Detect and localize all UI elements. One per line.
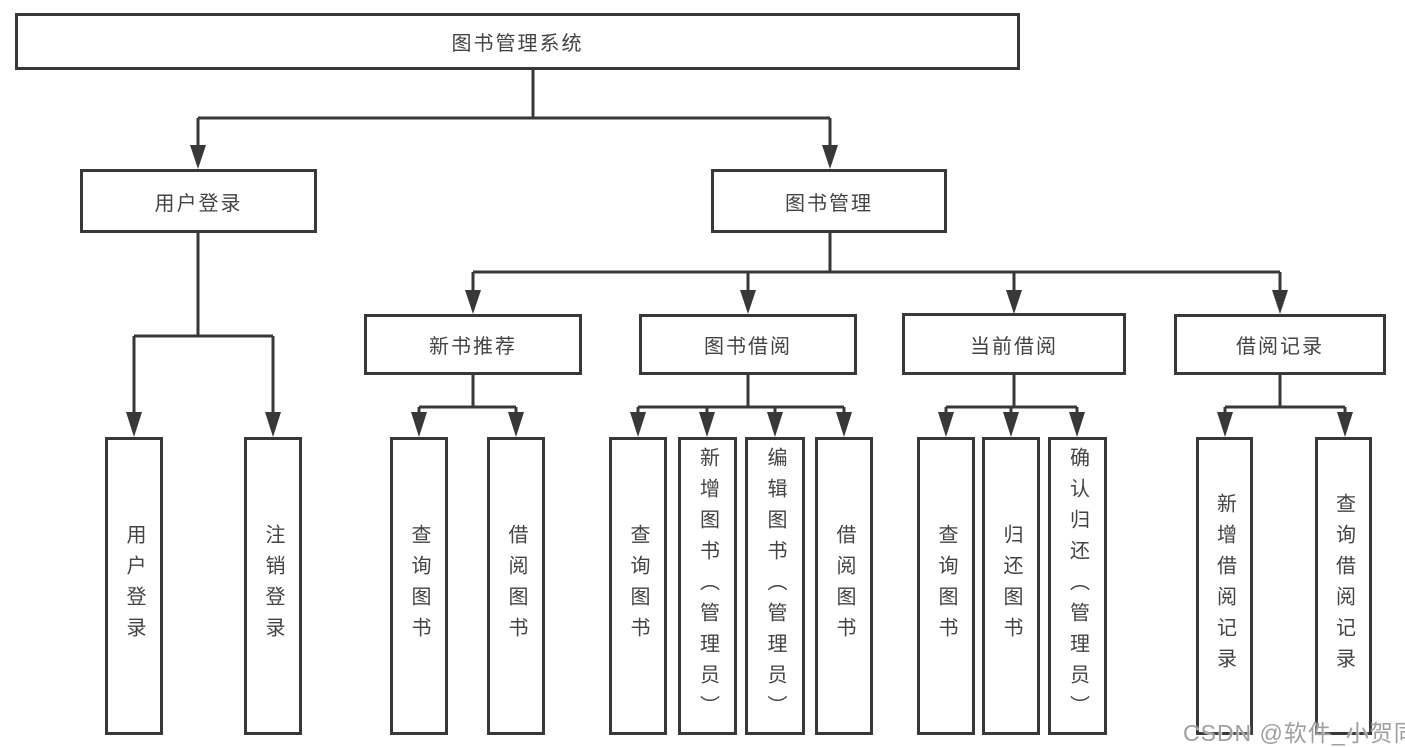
connector-bookmgmt-to-level3: [471, 233, 1282, 293]
node-root: 图书管理系统: [15, 13, 1020, 70]
node-user-login-label: 用户登录: [154, 192, 243, 215]
node-new-book-recommendation-label: 新书推荐: [429, 336, 517, 358]
node-new-book-recommendation: 新书推荐: [364, 314, 582, 375]
connector-userlogin-to-leaves: [132, 233, 275, 416]
leaf-cb-query-books: 查询图书: [917, 437, 975, 735]
leaf-br-add-record-label: 新增借阅记录: [1213, 493, 1236, 679]
node-borrowing-records-label: 借阅记录: [1236, 336, 1324, 358]
node-root-label: 图书管理系统: [451, 33, 584, 55]
connector-borrowrecords-to-leaves: [1223, 375, 1347, 416]
leaf-bb-query-books-label: 查询图书: [627, 524, 649, 648]
leaf-logout-label: 注销登录: [262, 524, 284, 648]
connector-newbookrec-to-leaves: [417, 375, 518, 416]
leaf-rec-borrow-books-label: 借阅图书: [505, 524, 527, 648]
leaf-logout: 注销登录: [244, 437, 302, 735]
leaf-bb-query-books: 查询图书: [609, 437, 667, 735]
leaf-bb-add-books-admin-label: 新增图书（管理员）: [696, 446, 719, 726]
node-user-login: 用户登录: [80, 169, 317, 233]
node-book-management-label: 图书管理: [785, 192, 873, 215]
leaf-cb-confirm-return-admin: 确认归还（管理员）: [1048, 437, 1107, 735]
leaf-cb-query-books-label: 查询图书: [935, 524, 957, 648]
leaf-br-query-record-label: 查询借阅记录: [1332, 493, 1355, 679]
leaf-user-login: 用户登录: [105, 437, 163, 735]
leaf-bb-borrow-books: 借阅图书: [815, 437, 873, 735]
leaf-br-add-record: 新增借阅记录: [1196, 437, 1253, 735]
node-book-borrowing: 图书借阅: [639, 314, 857, 375]
node-book-management: 图书管理: [711, 169, 947, 233]
leaf-cb-return-books: 归还图书: [982, 437, 1040, 735]
leaf-rec-query-books-label: 查询图书: [408, 524, 430, 648]
leaf-bb-edit-books-admin: 编辑图书（管理员）: [745, 437, 805, 735]
leaf-rec-query-books: 查询图书: [390, 437, 448, 735]
node-current-borrowing: 当前借阅: [902, 313, 1126, 375]
leaf-cb-confirm-return-admin-label: 确认归还（管理员）: [1066, 446, 1089, 726]
leaf-bb-add-books-admin: 新增图书（管理员）: [678, 437, 737, 735]
leaf-cb-return-books-label: 归还图书: [1000, 524, 1022, 648]
leaf-bb-borrow-books-label: 借阅图书: [833, 524, 855, 648]
connector-root-to-level2: [196, 70, 832, 148]
leaf-rec-borrow-books: 借阅图书: [487, 437, 545, 735]
csdn-watermark: CSDN @软件_小贺同学: [1183, 720, 1405, 746]
leaf-bb-edit-books-admin-label: 编辑图书（管理员）: [764, 446, 786, 726]
node-book-borrowing-label: 图书借阅: [704, 336, 792, 358]
leaf-br-query-record: 查询借阅记录: [1315, 437, 1372, 735]
leaf-user-login-label: 用户登录: [123, 524, 145, 648]
connector-bookborrow-to-leaves: [636, 375, 846, 416]
node-borrowing-records: 借阅记录: [1174, 314, 1386, 375]
connector-currentborrow-to-leaves: [944, 375, 1079, 416]
node-current-borrowing-label: 当前借阅: [970, 335, 1058, 358]
